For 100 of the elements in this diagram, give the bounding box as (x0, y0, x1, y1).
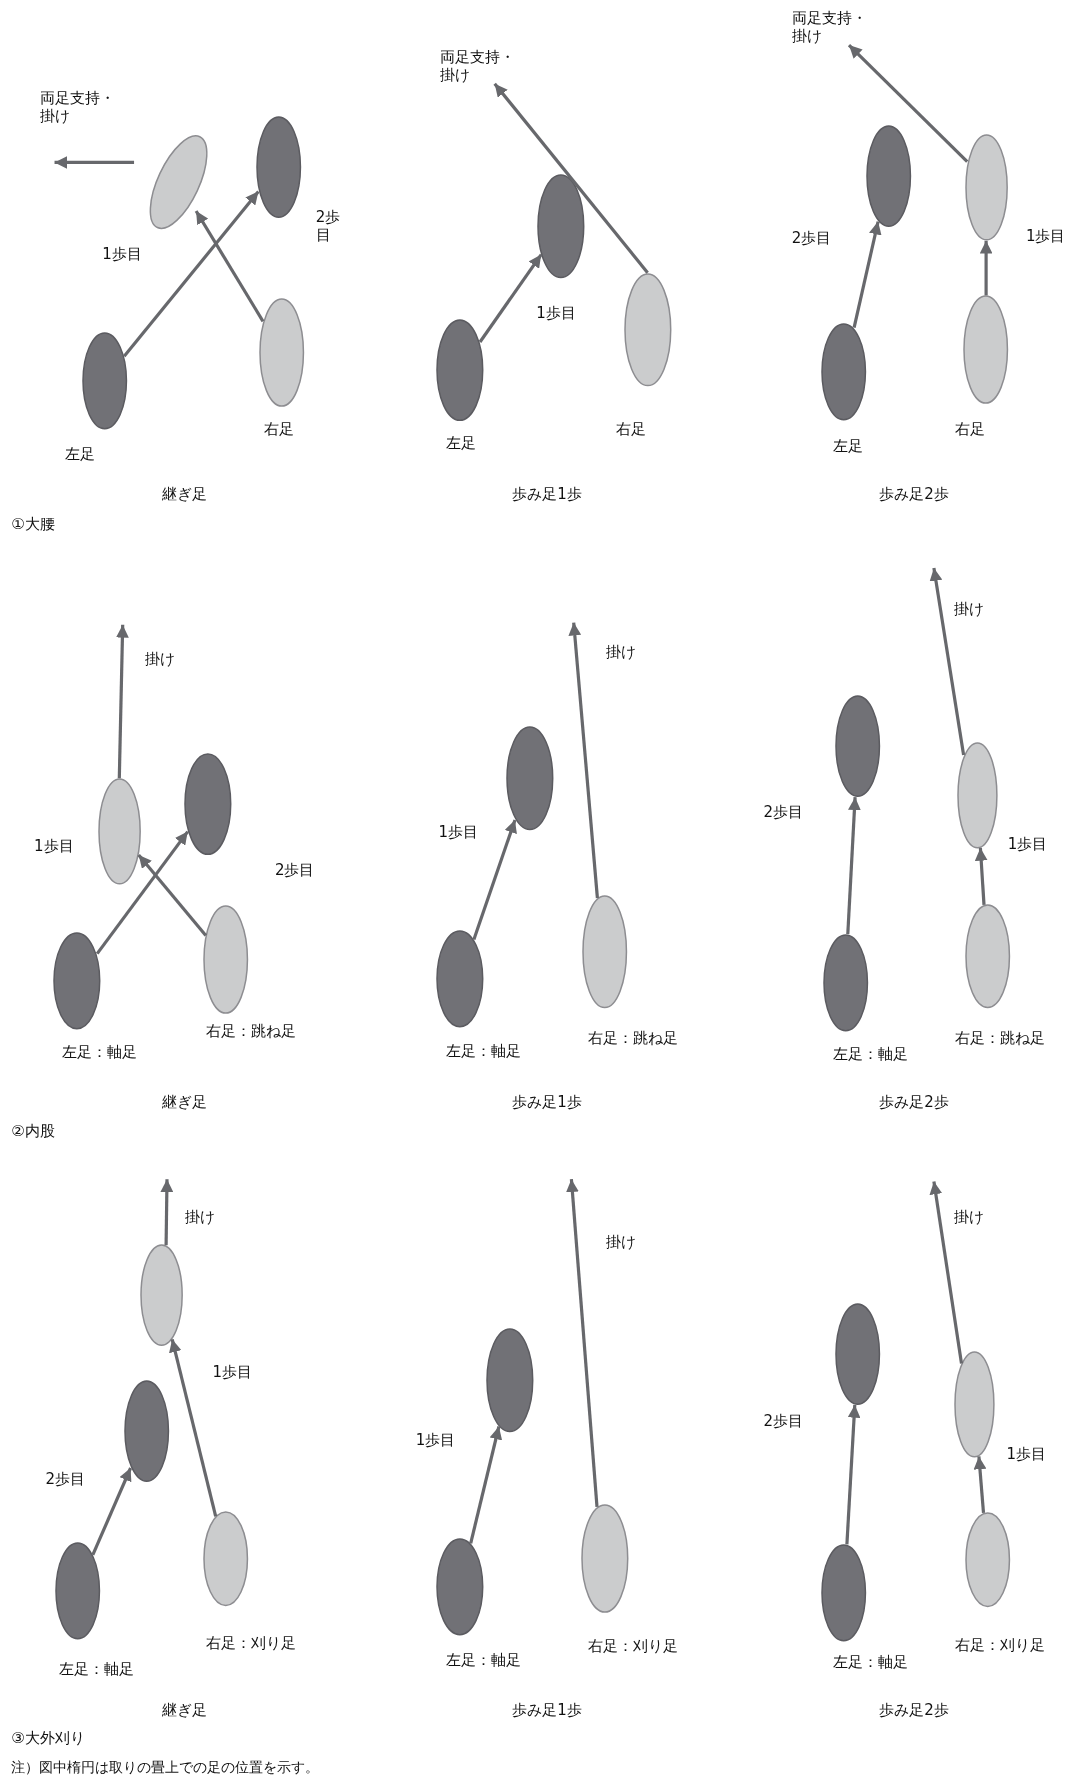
move-label: 掛け (185, 1207, 216, 1226)
arrow (122, 190, 260, 358)
foot-ellipse (123, 1380, 170, 1483)
arrow (845, 1404, 861, 1545)
foot-ellipse (956, 741, 998, 849)
arrow (169, 1338, 218, 1517)
section-title: ①大腰 (11, 514, 55, 533)
move-label: 両足支持・掛け (39, 88, 115, 125)
arrow (194, 210, 265, 323)
step-label: 2歩目 (315, 207, 342, 244)
foot-ellipse (54, 1541, 100, 1640)
foot-label: 左足：軸足 (446, 1650, 522, 1669)
panel-caption: 歩み足2歩 (879, 485, 949, 504)
foot-label: 右足：刈り足 (955, 1635, 1046, 1654)
foot-label: 右足：刈り足 (588, 1637, 679, 1656)
step-label: 2歩目 (763, 803, 803, 822)
move-label: 掛け (605, 643, 636, 661)
arrow (852, 221, 882, 328)
move-label: 掛け (145, 649, 176, 668)
foot-ellipse (203, 1510, 249, 1607)
step-label: 1歩目 (536, 304, 576, 323)
section-title: ②内股 (11, 1122, 55, 1141)
step-label: 1歩目 (415, 1431, 456, 1450)
foot-ellipse (81, 331, 128, 430)
step-label: 2歩目 (45, 1470, 85, 1489)
arrow (116, 624, 129, 779)
step-label: 1歩目 (212, 1363, 252, 1382)
arrow (95, 830, 189, 955)
step-label: 2歩目 (274, 861, 315, 880)
foot-ellipse (821, 1543, 867, 1642)
panel-caption: 歩み足2歩 (879, 1700, 949, 1719)
foot-ellipse (255, 115, 302, 219)
foot-label: 左足：軸足 (62, 1042, 138, 1061)
foot-label: 左足 (64, 445, 95, 464)
arrow (973, 1456, 987, 1513)
panel-caption: 歩み足1歩 (512, 485, 582, 504)
step-label: 1歩目 (1006, 1445, 1047, 1464)
arrow (493, 82, 649, 274)
foot-ellipse (822, 933, 868, 1032)
arrow (472, 819, 517, 940)
move-label: 掛け (954, 599, 985, 618)
arrow (568, 622, 599, 899)
panel-caption: 継ぎ足 (162, 1700, 208, 1719)
foot-ellipse (184, 753, 232, 856)
foot-ellipse (581, 895, 628, 1009)
step-label: 2歩目 (791, 229, 832, 248)
step-label: 1歩目 (438, 822, 479, 841)
panel-caption: 歩み足1歩 (512, 1700, 582, 1719)
arrow (469, 1426, 503, 1544)
foot-ellipse (203, 905, 249, 1015)
arrow (160, 1179, 174, 1246)
foot-ellipse (505, 725, 554, 831)
foot-ellipse (259, 297, 305, 407)
foot-ellipse (436, 1538, 484, 1636)
arrow (137, 853, 208, 937)
panel-caption: 継ぎ足 (162, 1092, 208, 1111)
arrow (478, 253, 543, 343)
foot-label: 右足 (955, 420, 986, 439)
foot-label: 右足：跳ね足 (955, 1029, 1046, 1048)
foot-ellipse (580, 1504, 629, 1614)
foot-ellipse (486, 1328, 534, 1433)
foot-ellipse (436, 319, 484, 422)
foot-label: 左足 (446, 433, 477, 452)
arrow (929, 567, 966, 756)
foot-ellipse (954, 1350, 996, 1458)
step-label: 1歩目 (102, 245, 142, 264)
foot-label: 右足：跳ね足 (588, 1029, 679, 1048)
foot-label: 右足 (615, 420, 646, 439)
arrow (847, 43, 969, 163)
section-title: ③大外刈り (11, 1729, 85, 1748)
step-label: 1歩目 (1025, 227, 1066, 246)
panel-caption: 歩み足1歩 (512, 1092, 582, 1111)
arrow (974, 847, 988, 905)
arrow (91, 1467, 133, 1556)
arrow (846, 797, 861, 935)
foot-ellipse (139, 1244, 183, 1347)
arrow (566, 1179, 599, 1508)
step-label: 1歩目 (34, 837, 74, 856)
arrow (929, 1181, 964, 1364)
foot-ellipse (963, 295, 1009, 405)
step-label: 1歩目 (1007, 835, 1048, 853)
foot-label: 左足：軸足 (59, 1659, 135, 1678)
arrow (979, 240, 993, 296)
foot-ellipse (964, 904, 1010, 1009)
foot-label: 左足：軸足 (832, 1045, 908, 1064)
panel-caption: 継ぎ足 (162, 485, 208, 504)
foot-label: 左足：軸足 (446, 1041, 522, 1060)
foot-ellipse (835, 1303, 881, 1406)
foot-ellipse (623, 272, 672, 387)
footnote: 注）図中楕円は取りの畳上での足の位置を示す。 (11, 1758, 320, 1776)
move-label: 掛け (605, 1232, 636, 1251)
move-label: 両足支持・掛け (791, 9, 867, 46)
foot-ellipse (865, 124, 912, 228)
foot-ellipse (964, 134, 1008, 241)
step-label: 2歩目 (763, 1412, 803, 1431)
foot-ellipse (53, 931, 102, 1030)
move-label: 掛け (954, 1207, 985, 1226)
panel-caption: 歩み足2歩 (879, 1092, 949, 1111)
move-label: 両足支持・掛け (439, 47, 515, 84)
foot-label: 左足：軸足 (832, 1653, 908, 1671)
